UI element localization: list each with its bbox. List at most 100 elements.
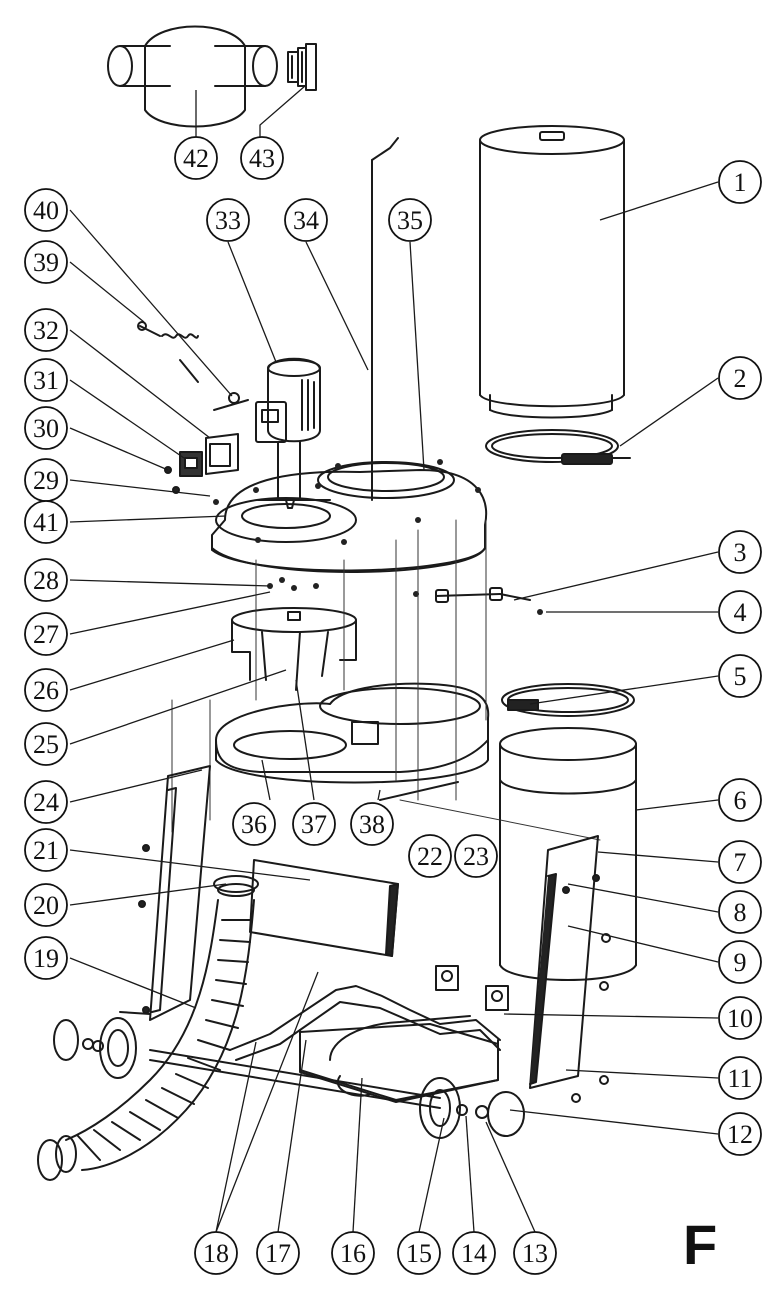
callout-circle	[24, 612, 68, 656]
callout-circle	[718, 590, 762, 634]
callout-circle	[718, 160, 762, 204]
housing-screws	[213, 459, 543, 615]
callout-30: 30	[24, 406, 68, 450]
cable-spring-part	[137, 321, 199, 383]
callout-4: 4	[718, 590, 762, 634]
callout-26: 26	[24, 668, 68, 712]
callout-41: 41	[24, 500, 68, 544]
callout-5: 5	[718, 654, 762, 698]
callout-circle	[718, 996, 762, 1040]
upper-housing-part	[211, 461, 488, 573]
callout-number: 33	[215, 206, 241, 235]
callout-circle	[24, 358, 68, 402]
callout-2: 2	[718, 356, 762, 400]
right-wheel-part	[419, 1077, 489, 1139]
left-panel-part	[119, 765, 211, 1021]
callout-16: 16	[331, 1231, 375, 1275]
callout-17: 17	[256, 1231, 300, 1275]
bracket-22-part	[435, 965, 459, 991]
reducer-part	[287, 43, 317, 91]
callout-circle	[513, 1231, 557, 1275]
callout-number: 39	[33, 248, 59, 277]
callout-38: 38	[350, 802, 394, 846]
callout-circle	[24, 668, 68, 712]
callout-18: 18	[194, 1231, 238, 1275]
callout-number: 10	[727, 1004, 753, 1033]
callout-circle	[718, 840, 762, 884]
front-panel-part	[249, 859, 399, 957]
callout-circle	[256, 1231, 300, 1275]
callout-number: 34	[293, 206, 319, 235]
callout-number: 27	[33, 620, 59, 649]
callout-circle	[350, 802, 394, 846]
callout-number: 35	[397, 206, 423, 235]
callout-circle	[408, 834, 452, 878]
callout-number: 36	[241, 810, 267, 839]
y-fitting-part	[107, 25, 278, 128]
callout-number: 13	[522, 1239, 548, 1268]
callout-22: 22	[408, 834, 452, 878]
callout-circle	[718, 356, 762, 400]
callout-37: 37	[292, 802, 336, 846]
callout-circle	[240, 136, 284, 180]
callout-number: 1	[734, 168, 747, 197]
callout-circle	[24, 780, 68, 824]
callout-9: 9	[718, 940, 762, 984]
callout-40: 40	[24, 188, 68, 232]
wheel-cap-part	[487, 1091, 525, 1137]
motor-part	[255, 357, 331, 509]
drum-clamp-part	[501, 683, 635, 717]
callout-12: 12	[718, 1112, 762, 1156]
callout-number: 41	[33, 508, 59, 537]
right-panel-part	[529, 835, 611, 1103]
callout-number: 31	[33, 366, 59, 395]
switch-part	[164, 451, 203, 494]
callout-circle	[718, 890, 762, 934]
callout-circle	[24, 828, 68, 872]
callout-circle	[454, 834, 498, 878]
callout-10: 10	[718, 996, 762, 1040]
callout-8: 8	[718, 890, 762, 934]
callout-circle	[194, 1231, 238, 1275]
collection-drum-part	[499, 727, 637, 981]
callout-circle	[718, 940, 762, 984]
callout-number: 32	[33, 316, 59, 345]
callout-number: 15	[406, 1239, 432, 1268]
lower-housing-part	[215, 682, 490, 784]
screw-40-part	[213, 392, 249, 411]
callout-circle	[24, 936, 68, 980]
callout-number: 42	[183, 144, 209, 173]
callout-number: 5	[734, 662, 747, 691]
handle-part	[435, 587, 531, 603]
seal-strip-part	[379, 781, 459, 801]
callout-number: 28	[33, 566, 59, 595]
callout-19: 19	[24, 936, 68, 980]
base-plate-part	[299, 1023, 499, 1103]
callout-number: 17	[265, 1239, 291, 1268]
callout-7: 7	[718, 840, 762, 884]
callout-number: 18	[203, 1239, 229, 1268]
bracket-23-part	[485, 985, 509, 1011]
callout-number: 14	[461, 1239, 487, 1268]
callout-number: 40	[33, 196, 59, 225]
callout-number: 30	[33, 414, 59, 443]
callout-number: 37	[301, 810, 327, 839]
callout-35: 35	[388, 198, 432, 242]
callout-circle	[718, 530, 762, 574]
callout-circle	[24, 722, 68, 766]
callout-circle	[24, 406, 68, 450]
callout-number: 38	[359, 810, 385, 839]
callout-32: 32	[24, 308, 68, 352]
callout-circle	[284, 198, 328, 242]
callout-number: 8	[734, 898, 747, 927]
callout-20: 20	[24, 883, 68, 927]
callout-number: 26	[33, 676, 59, 705]
callout-14: 14	[452, 1231, 496, 1275]
callout-42: 42	[174, 136, 218, 180]
callout-circle	[388, 198, 432, 242]
left-wheel-part	[53, 1017, 137, 1079]
callout-circle	[718, 778, 762, 822]
callout-circle	[718, 1112, 762, 1156]
callout-number: 29	[33, 466, 59, 495]
